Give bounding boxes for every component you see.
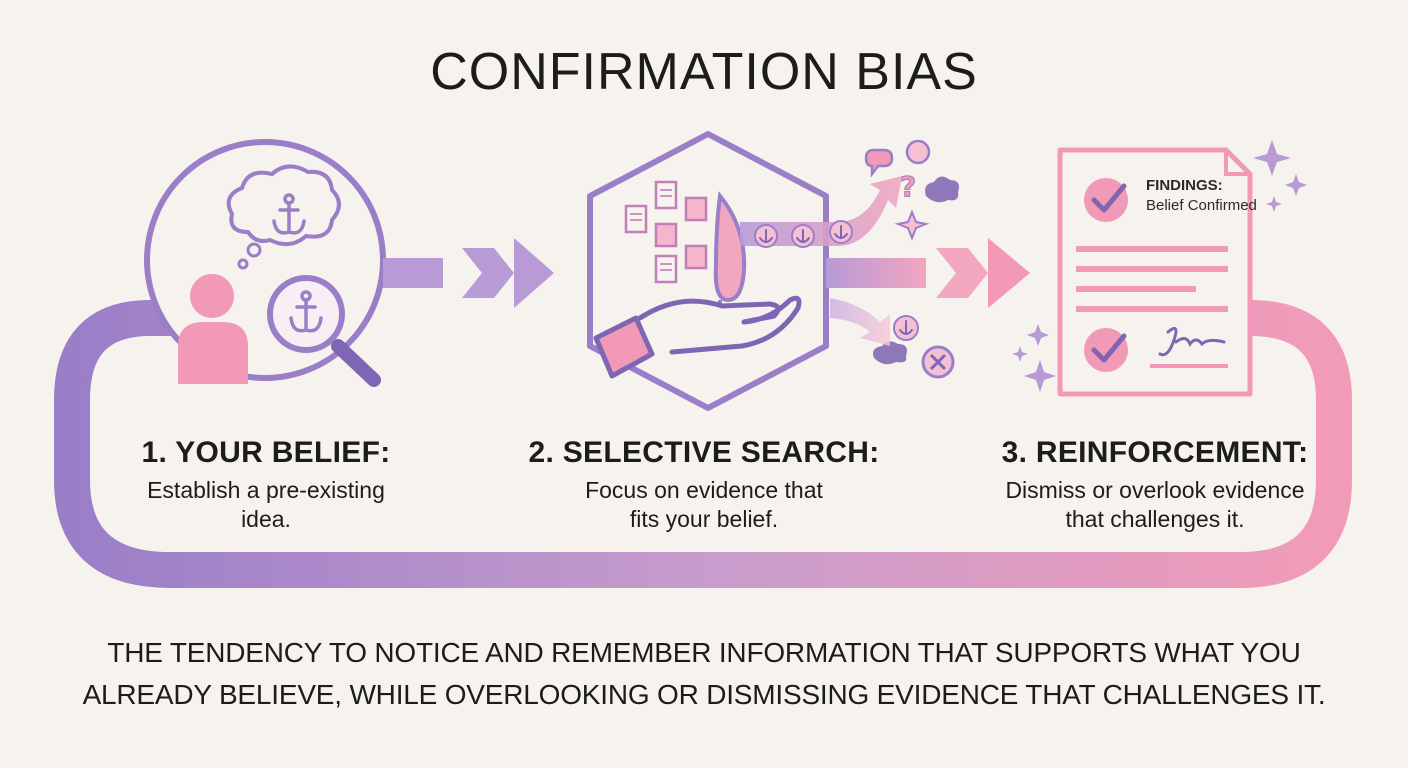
sparkle-icon [1012, 140, 1307, 392]
document-icon [624, 180, 678, 284]
findings-value: Belief Confirmed [1146, 197, 1257, 214]
hand-icon [637, 295, 802, 355]
anchor-token-icon [893, 315, 919, 341]
step-description: Focus on evidence that fits your belief. [585, 477, 823, 532]
findings-heading: FINDINGS: [1146, 177, 1223, 194]
arrow-step2-to-step3 [826, 238, 1030, 308]
findings-label: FINDINGS: Belief Confirmed [1146, 176, 1266, 216]
step-your-belief: 1. YOUR BELIEF: Establish a pre-existing… [56, 436, 476, 534]
step-description: Establish a pre-existing idea. [147, 477, 385, 532]
feedback-loop [54, 300, 1352, 588]
checkmark-icon [1084, 178, 1128, 372]
definition-text: THE TENDENCY TO NOTICE AND REMEMBER INFO… [82, 637, 1326, 710]
step-heading: 2. SELECTIVE SEARCH: [528, 436, 880, 469]
step-selective-search: 2. SELECTIVE SEARCH: Focus on evidence t… [494, 436, 914, 534]
step2-illustration [587, 131, 829, 411]
step-description: Dismiss or overlook evidence that challe… [1005, 477, 1305, 532]
person-icon [178, 274, 248, 384]
dismiss-x-icon [921, 345, 955, 379]
anchor-icon [272, 193, 306, 235]
signature-icon [1158, 326, 1226, 357]
speech-bubble-icon [864, 139, 931, 178]
step-heading: 3. REINFORCEMENT: [1001, 436, 1309, 469]
magnifying-glass-icon [267, 275, 381, 387]
evidence-stream [740, 176, 902, 248]
page-title: CONFIRMATION BIAS [430, 43, 978, 101]
step1-illustration [144, 139, 386, 387]
cloud-icon [873, 176, 959, 365]
step-reinforcement: 3. REINFORCEMENT: Dismiss or overlook ev… [945, 436, 1365, 534]
step-heading: 1. YOUR BELIEF: [141, 436, 391, 469]
sparkle-icon [894, 209, 930, 241]
question-mark-icon: ? [900, 170, 916, 203]
arrow-step1-to-step2 [383, 238, 554, 308]
thought-cloud-icon [226, 164, 341, 270]
